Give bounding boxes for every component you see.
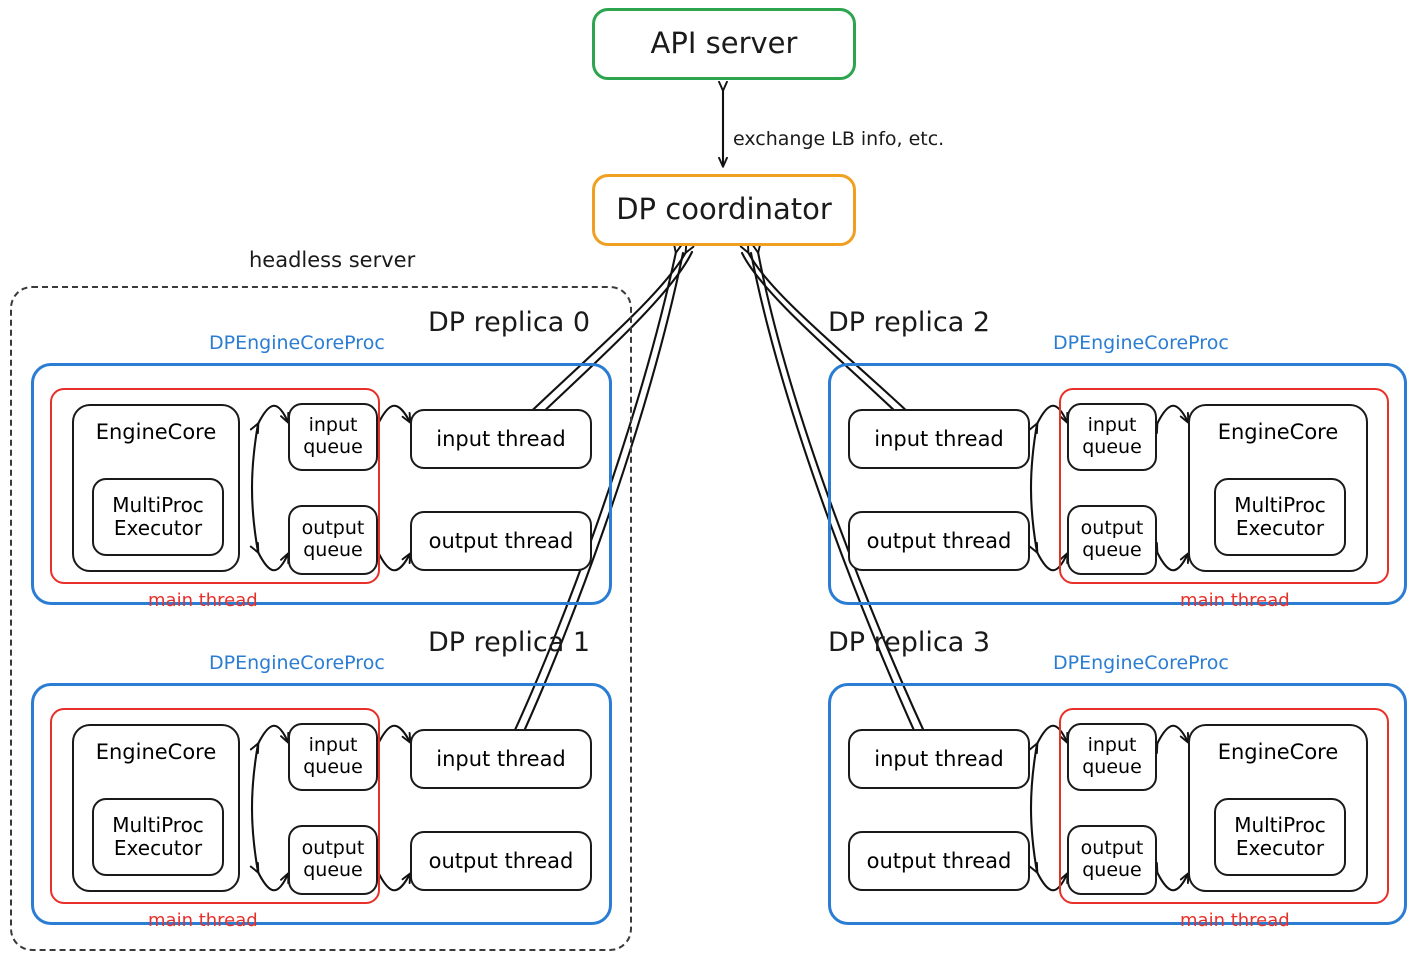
input-thread-3[interactable]: input thread: [848, 729, 1030, 789]
main-thread-box-0[interactable]: [50, 388, 380, 584]
output-queue-line1-0: output: [301, 517, 365, 540]
input-thread-0[interactable]: input thread: [410, 409, 592, 469]
output-queue-line2-1: queue: [303, 859, 363, 881]
dp-engine-core-proc-1[interactable]: [31, 683, 612, 925]
multiproc-executor-1[interactable]: MultiProc Executor: [92, 798, 224, 876]
multiproc-executor-line2-2: Executor: [1235, 516, 1325, 540]
input-queue-line1-1: input: [308, 734, 358, 757]
multiproc-executor-0[interactable]: MultiProc Executor: [92, 478, 224, 556]
output-queue-2[interactable]: output queue: [1067, 505, 1157, 575]
engine-core-label-3: EngineCore: [1217, 740, 1339, 764]
main-thread-label-2: main thread: [1180, 590, 1290, 611]
dp-engine-core-proc-3[interactable]: [828, 683, 1407, 925]
output-queue-line1-3: output: [1080, 837, 1144, 860]
multiproc-executor-line2-1: Executor: [113, 836, 203, 860]
main-thread-label-3: main thread: [1180, 910, 1290, 931]
replica-title-1: DP replica 1: [428, 627, 591, 658]
input-queue-0[interactable]: input queue: [288, 403, 378, 471]
output-thread-label-0: output thread: [428, 528, 574, 553]
multiproc-executor-2[interactable]: MultiProc Executor: [1214, 478, 1346, 556]
input-queue-3[interactable]: input queue: [1067, 723, 1157, 791]
input-queue-line2-0: queue: [303, 436, 363, 458]
input-thread-2[interactable]: input thread: [848, 409, 1030, 469]
main-thread-box-1[interactable]: [50, 708, 380, 904]
engine-core-label-0: EngineCore: [95, 420, 217, 444]
replica-title-0: DP replica 0: [428, 307, 591, 338]
multiproc-executor-line1-1: MultiProc: [112, 813, 204, 837]
dp-coordinator-label: DP coordinator: [616, 192, 832, 227]
multiproc-executor-line1-3: MultiProc: [1234, 813, 1326, 837]
proc-label-1: DPEngineCoreProc: [209, 652, 385, 674]
main-thread-label-0: main thread: [148, 590, 258, 611]
output-queue-line1-2: output: [1080, 517, 1144, 540]
input-queue-line1-0: input: [308, 414, 358, 437]
output-thread-label-2: output thread: [866, 528, 1012, 553]
api-server-node[interactable]: API server: [592, 8, 856, 80]
output-queue-line2-2: queue: [1082, 539, 1142, 561]
input-thread-label-0: input thread: [436, 426, 566, 451]
multiproc-executor-3[interactable]: MultiProc Executor: [1214, 798, 1346, 876]
headless-server-label: headless server: [249, 248, 416, 272]
input-queue-2[interactable]: input queue: [1067, 403, 1157, 471]
main-thread-box-2[interactable]: [1059, 388, 1389, 584]
replica-title-2: DP replica 2: [828, 307, 991, 338]
replica-title-3: DP replica 3: [828, 627, 991, 658]
multiproc-executor-line1-2: MultiProc: [1234, 493, 1326, 517]
api-server-label: API server: [650, 26, 798, 61]
engine-core-label-2: EngineCore: [1217, 420, 1339, 444]
output-queue-line2-3: queue: [1082, 859, 1142, 881]
engine-core-label-1: EngineCore: [95, 740, 217, 764]
output-thread-2[interactable]: output thread: [848, 511, 1030, 571]
output-queue-line2-0: queue: [303, 539, 363, 561]
dp-engine-core-proc-0[interactable]: [31, 363, 612, 605]
input-thread-label-2: input thread: [874, 426, 1004, 451]
headless-server-zone: [10, 286, 632, 951]
output-queue-1[interactable]: output queue: [288, 825, 378, 895]
output-thread-label-1: output thread: [428, 848, 574, 873]
multiproc-executor-line1-0: MultiProc: [112, 493, 204, 517]
proc-label-0: DPEngineCoreProc: [209, 332, 385, 354]
input-thread-label-1: input thread: [436, 746, 566, 771]
input-thread-1[interactable]: input thread: [410, 729, 592, 789]
output-thread-label-3: output thread: [866, 848, 1012, 873]
main-thread-box-3[interactable]: [1059, 708, 1389, 904]
output-thread-3[interactable]: output thread: [848, 831, 1030, 891]
multiproc-executor-line2-3: Executor: [1235, 836, 1325, 860]
output-queue-3[interactable]: output queue: [1067, 825, 1157, 895]
input-queue-line2-2: queue: [1082, 436, 1142, 458]
input-queue-line1-2: input: [1087, 414, 1137, 437]
input-queue-line1-3: input: [1087, 734, 1137, 757]
input-queue-1[interactable]: input queue: [288, 723, 378, 791]
input-thread-label-3: input thread: [874, 746, 1004, 771]
input-queue-line2-1: queue: [303, 756, 363, 778]
dp-coordinator-node[interactable]: DP coordinator: [592, 174, 856, 246]
output-thread-1[interactable]: output thread: [410, 831, 592, 891]
main-thread-label-1: main thread: [148, 910, 258, 931]
output-queue-0[interactable]: output queue: [288, 505, 378, 575]
output-queue-line1-1: output: [301, 837, 365, 860]
proc-label-2: DPEngineCoreProc: [1053, 332, 1229, 354]
input-queue-line2-3: queue: [1082, 756, 1142, 778]
output-thread-0[interactable]: output thread: [410, 511, 592, 571]
multiproc-executor-line2-0: Executor: [113, 516, 203, 540]
dp-engine-core-proc-2[interactable]: [828, 363, 1407, 605]
proc-label-3: DPEngineCoreProc: [1053, 652, 1229, 674]
exchange-lb-info-label: exchange LB info, etc.: [733, 128, 945, 150]
